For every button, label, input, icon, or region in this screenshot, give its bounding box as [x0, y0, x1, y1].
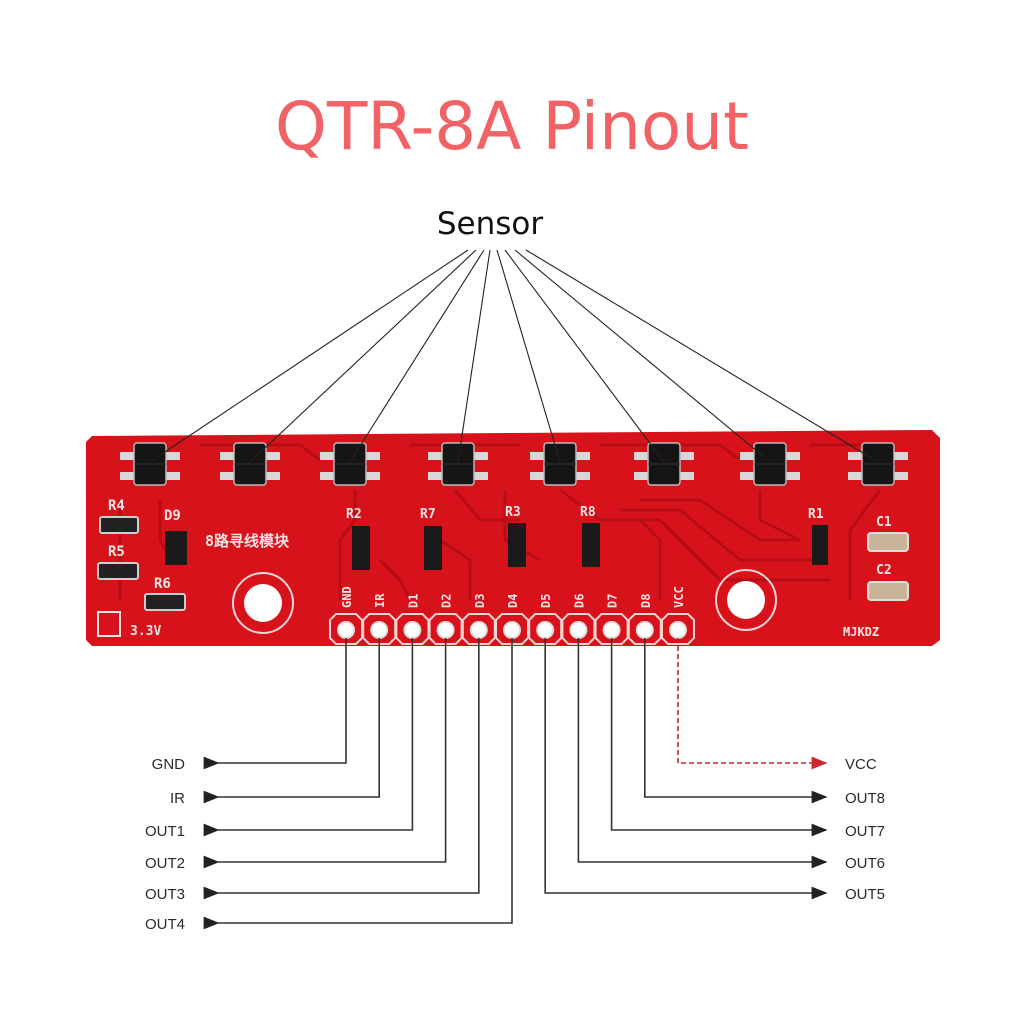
sensor-6 [634, 442, 694, 486]
fan-line-7 [514, 249, 771, 463]
label-r4: R4 [108, 498, 125, 514]
label-r2: R2 [346, 507, 362, 522]
pin-label-d8: D8 [639, 594, 653, 608]
pcb-board: R4 R5 R6 D9 3.3V 8路寻线模块 R2 R7 R3 R8 R1 C… [86, 430, 940, 646]
label-d9: D9 [164, 508, 181, 524]
label-r7: R7 [420, 507, 436, 522]
wire-out3 [203, 638, 480, 900]
module-text: 8路寻线模块 [205, 532, 290, 550]
mounting-hole-left [232, 572, 294, 634]
pin-label-d1: D1 [406, 594, 420, 608]
sensor-7 [740, 442, 800, 486]
output-label-out1: OUT1 [145, 823, 185, 840]
label-r3: R3 [505, 505, 521, 520]
fan-line-8 [525, 249, 879, 463]
sensor-2 [220, 442, 280, 486]
sensor-4 [428, 442, 488, 486]
sensor-5 [530, 442, 590, 486]
wire-out2 [203, 638, 447, 869]
label-r1: R1 [808, 507, 824, 522]
fan-line-2 [249, 249, 477, 463]
pin-label-d7: D7 [606, 594, 620, 608]
header-pin-d1: D1 [395, 594, 430, 645]
label-c2: C2 [876, 563, 892, 578]
output-label-vcc: VCC [845, 756, 877, 773]
fan-line-1 [149, 249, 469, 463]
sensor-label: Sensor [436, 206, 544, 242]
output-label-out8: OUT8 [845, 790, 885, 807]
wire-ir [203, 638, 380, 804]
sensor-array [120, 442, 908, 486]
label-r8: R8 [580, 505, 596, 520]
wire-out6 [577, 638, 828, 869]
label-voltage: 3.3V [130, 624, 161, 639]
pin-label-d4: D4 [506, 594, 520, 608]
pin-label-d6: D6 [572, 594, 586, 608]
wire-gnd [203, 638, 347, 770]
output-label-out7: OUT7 [845, 823, 885, 840]
mounting-hole-right [715, 569, 777, 631]
fan-line-6 [504, 249, 665, 463]
wire-out4 [203, 638, 513, 930]
output-label-gnd: GND [152, 756, 186, 773]
fan-line-4 [457, 249, 491, 463]
header-pin-d4: D4 [495, 594, 529, 645]
output-label-out5: OUT5 [845, 886, 885, 903]
sensor-8 [848, 442, 908, 486]
sensor-3 [320, 442, 380, 486]
label-r6: R6 [154, 576, 171, 592]
page-title: QTR-8A Pinout [275, 88, 749, 165]
label-r5: R5 [108, 544, 125, 560]
wire-out1 [203, 638, 414, 837]
output-label-out6: OUT6 [845, 855, 885, 872]
output-label-out3: OUT3 [145, 886, 185, 903]
output-label-out4: OUT4 [145, 916, 185, 933]
pin-label-vcc: VCC [672, 586, 686, 608]
pin-label-gnd: GND [340, 586, 354, 608]
wire-out7 [610, 638, 828, 837]
pin-label-ir: IR [373, 593, 387, 608]
sensor-fan-lines [149, 249, 879, 463]
wire-out5 [544, 638, 828, 900]
pin-label-d3: D3 [473, 594, 487, 608]
wire-out8 [644, 638, 828, 804]
fan-line-5 [496, 249, 561, 463]
output-label-ir: IR [170, 790, 185, 807]
label-c1: C1 [876, 515, 892, 530]
header-pin-gnd: GND [329, 586, 363, 645]
wire-vcc [677, 638, 828, 770]
fan-line-3 [349, 249, 485, 463]
sensor-1 [120, 442, 180, 486]
output-label-out2: OUT2 [145, 855, 185, 872]
header-pin-d5: D5 [528, 594, 563, 645]
pin-label-d2: D2 [440, 594, 454, 608]
pin-label-d5: D5 [539, 594, 553, 608]
brand-text: MJKDZ [843, 625, 879, 639]
pin-header: GND IR D1 D2 D3 D4 D5 D6 D7 D8 VCC [329, 586, 695, 645]
